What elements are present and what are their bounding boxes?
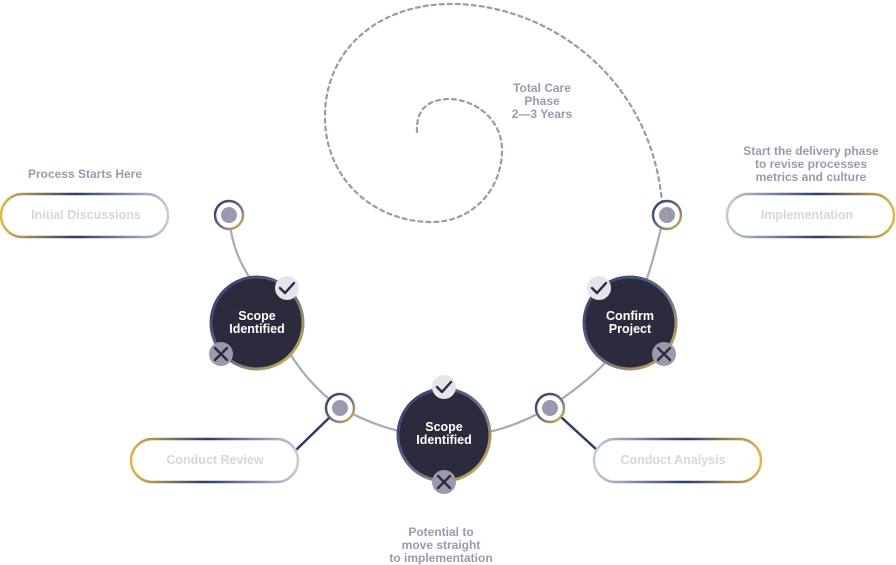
- stage-left-line1: Scope: [238, 309, 276, 323]
- pill-initial-discussions[interactable]: Initial Discussions: [0, 192, 170, 239]
- note-process-start: Process Starts Here: [28, 167, 142, 181]
- stage-left[interactable]: Scope Identified: [209, 275, 305, 371]
- delivery-line2: to revise processes: [755, 157, 867, 171]
- pill-implementation-label: Implementation: [761, 208, 853, 222]
- stage-center[interactable]: Scope Identified: [396, 375, 492, 494]
- node-analysis[interactable]: [534, 392, 566, 424]
- node-implementation[interactable]: [651, 199, 683, 231]
- cross-icon[interactable]: [652, 342, 676, 366]
- connector-analysis: [560, 416, 598, 451]
- note-delivery: Start the delivery phase to revise proce…: [743, 144, 879, 184]
- cross-icon[interactable]: [209, 342, 233, 366]
- node-review[interactable]: [324, 392, 356, 424]
- check-icon[interactable]: [275, 276, 299, 300]
- spiral-line1: Total Care: [513, 81, 571, 95]
- check-icon[interactable]: [587, 276, 611, 300]
- spiral-line3: 2—3 Years: [512, 107, 573, 121]
- pill-conduct-analysis[interactable]: Conduct Analysis: [592, 437, 763, 484]
- stage-center-line2: Identified: [416, 433, 472, 447]
- pill-review-label: Conduct Review: [166, 453, 264, 467]
- delivery-line1: Start the delivery phase: [743, 144, 879, 158]
- stage-center-line1: Scope: [425, 420, 463, 434]
- straight-line3: to implementation: [389, 551, 492, 565]
- cross-icon[interactable]: [432, 470, 456, 494]
- stage-right-line2: Project: [609, 322, 652, 336]
- stage-right-line1: Confirm: [606, 309, 654, 323]
- straight-line2: move straight: [402, 538, 481, 552]
- pill-analysis-label: Conduct Analysis: [620, 453, 725, 467]
- straight-line1: Potential to: [408, 525, 473, 539]
- pill-implementation[interactable]: Implementation: [725, 192, 896, 239]
- note-spiral: Total Care Phase 2—3 Years: [512, 81, 573, 121]
- node-initial[interactable]: [213, 199, 245, 231]
- connector-review: [295, 416, 331, 451]
- spiral-line2: Phase: [524, 94, 560, 108]
- delivery-line3: metrics and culture: [756, 170, 867, 184]
- pill-initial-label: Initial Discussions: [31, 208, 141, 222]
- check-icon[interactable]: [432, 375, 456, 399]
- stage-left-line2: Identified: [229, 322, 285, 336]
- stage-right[interactable]: Confirm Project: [582, 275, 678, 371]
- spiral-path: [323, 2, 664, 224]
- note-straight: Potential to move straight to implementa…: [389, 525, 492, 565]
- pill-conduct-review[interactable]: Conduct Review: [129, 437, 300, 484]
